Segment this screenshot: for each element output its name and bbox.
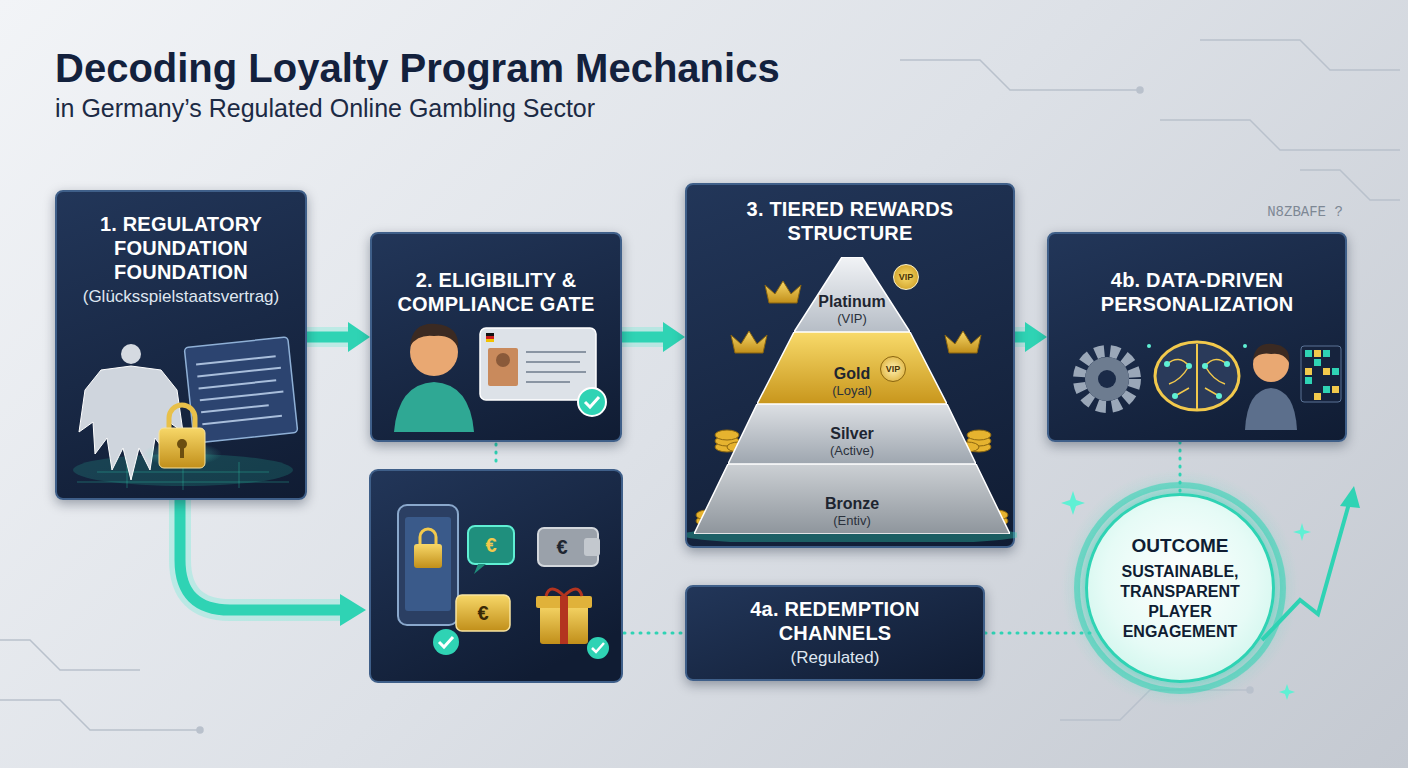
arrow-glow — [622, 327, 665, 347]
tier-band: Gold(Loyal) — [757, 332, 947, 404]
arrow-head — [348, 322, 370, 352]
connector — [1015, 322, 1047, 352]
text-label: € — [477, 602, 488, 625]
tier-band: Platinum(VIP) — [794, 257, 910, 332]
text-label: N8ZBAFE ? — [1267, 204, 1343, 220]
tier-band: Silver(Active) — [728, 404, 976, 464]
arrow-glow — [307, 327, 350, 347]
text-label: € — [485, 534, 496, 557]
node-text: (Regulated) — [791, 647, 880, 669]
eligibility-illustration — [372, 234, 624, 436]
node-text: Bronze — [825, 495, 879, 513]
tier-panel: 3. TIERED REWARDS STRUCTURE Platinum(VIP)… — [685, 183, 1015, 548]
tier-band: Bronze(Entiv) — [694, 464, 1010, 534]
personalization-illustration — [1049, 234, 1349, 436]
node-text: 1. REGULATORY FOUNDATION FOUNDATION — [69, 212, 293, 284]
node-text: SUSTAINABLE, TRANSPARENT PLAYER ENGAGEME… — [1105, 562, 1255, 642]
node-text: 2. ELIGIBILITY & COMPLIANCE GATE — [384, 268, 608, 316]
node-text: (Entiv) — [833, 513, 871, 528]
curved-arrow — [180, 494, 366, 626]
tier-outline — [757, 332, 947, 404]
node-text: OUTCOME — [1131, 534, 1228, 558]
text-label: VIP — [880, 356, 906, 382]
node-text: 3. TIERED REWARDS STRUCTURE — [699, 197, 1001, 245]
node-text: (Active) — [830, 443, 874, 458]
process-box: 4a. REDEMPTION CHANNELS(Regulated) — [685, 585, 985, 681]
node-text: 4a. REDEMPTION CHANNELS — [699, 597, 971, 645]
connector — [1180, 442, 1181, 493]
process-box: 2. ELIGIBILITY & COMPLIANCE GATE — [370, 232, 622, 442]
text-label: VIP — [893, 264, 919, 290]
dotted-line — [1179, 442, 1182, 493]
channels-box — [370, 470, 622, 682]
node-text: Gold — [834, 365, 870, 383]
connector — [985, 633, 1096, 634]
arrow-line — [307, 332, 350, 343]
arrow-line — [622, 332, 665, 343]
node-text: Platinum — [818, 293, 886, 311]
process-box: 4b. DATA-DRIVEN PERSONALIZATION — [1047, 232, 1347, 442]
arrow-head — [663, 322, 685, 352]
circuit-lines — [0, 40, 1400, 733]
node-text: (VIP) — [837, 311, 867, 326]
process-box: 1. REGULATORY FOUNDATION FOUNDATION(Glüc… — [55, 190, 307, 500]
connector — [622, 322, 685, 352]
node-text: Silver — [830, 425, 874, 443]
node-text: (Loyal) — [832, 383, 872, 398]
connector — [307, 322, 370, 352]
outcome-circle: OUTCOME SUSTAINABLE, TRANSPARENT PLAYER E… — [1085, 493, 1275, 683]
dotted-line — [985, 632, 1096, 635]
diagram-title: Decoding Loyalty Program Mechanics — [55, 46, 780, 91]
tier-outline — [728, 404, 976, 464]
node-text: 4b. DATA-DRIVEN PERSONALIZATION — [1061, 268, 1333, 316]
arrow-head — [1025, 322, 1047, 352]
tier-outline — [794, 257, 910, 332]
node-text: (Glücksspielstaatsvertrag) — [83, 286, 280, 308]
text-label: € — [556, 536, 567, 559]
tier-outline — [694, 464, 1010, 534]
text-label: in Germany’s Regulated Online Gambling S… — [55, 94, 595, 123]
outcome-glow — [1060, 468, 1360, 708]
